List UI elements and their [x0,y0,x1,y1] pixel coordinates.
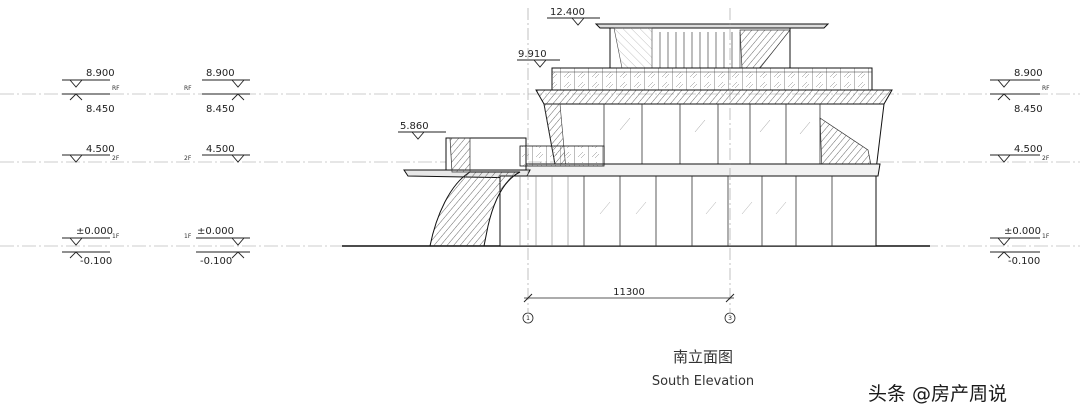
level-text-1f-right: ±0.000 [1004,226,1041,237]
level-text-mid-roof: 5.860 [400,121,429,132]
level-marker-rf-mid [202,79,250,101]
building-elevation [342,23,930,247]
level-text-2f-left: 4.500 [86,144,115,155]
level-marker-rf-right [990,79,1040,101]
watermark-text: 头条 @房产周说 [868,383,1007,405]
level-marker-mid-roof [398,131,446,140]
level-text-rf-lower-mid: 8.450 [206,104,235,115]
level-text-2f-mid: 4.500 [206,144,235,155]
level-marker-rf-left [62,79,110,101]
grid-label-1: 1 [526,315,530,322]
level-marker-roof-deck [517,59,560,68]
level-marker-1f-right [990,237,1040,259]
level-text-rf-upper-right: 8.900 [1014,68,1043,79]
terrace-railing [519,145,605,167]
floor-label-1f-mid: 1F [184,233,192,240]
level-text-1f-mid: ±0.000 [197,226,234,237]
floor-label-2f-left: 2F [112,155,120,162]
level-text-rf-upper-mid: 8.900 [206,68,235,79]
grid-axes: 11300 1 3 [522,8,736,324]
level-text-grade-right: -0.100 [1008,256,1040,267]
roof-slab-band [535,89,893,105]
level-text-grade-mid: -0.100 [200,256,232,267]
roof-canopy [594,23,830,69]
level-marker-2f-mid [202,154,250,163]
level-text-rf-lower-left: 8.450 [86,104,115,115]
level-text-roof-deck: 9.910 [518,49,547,60]
grid-bubble-1 [522,312,534,324]
grid-bubble-3 [724,312,736,324]
curved-wall [429,171,521,247]
level-text-roof-top: 12.400 [550,7,585,18]
building-level-markers: 12.400 9.910 5.860 [398,7,600,140]
roof-railing [551,67,873,91]
floor-label-1f-right: 1F [1042,233,1050,240]
ground-glazing [499,175,877,247]
dimension-text: 11300 [613,287,645,298]
level-markers-left: 8.900 8.450 RF 4.500 2F ±0.000 -0.100 1F [62,68,120,267]
floor-label-1f-left: 1F [112,233,120,240]
level-text-grade-left: -0.100 [80,256,112,267]
level-text-rf-lower-right: 8.450 [1014,104,1043,115]
level-marker-2f-right [990,154,1040,163]
floor-label-rf-mid: RF [184,85,192,92]
level-text-2f-right: 4.500 [1014,144,1043,155]
caption-english: South Elevation [652,374,754,389]
floor-label-rf-right: RF [1042,85,1050,92]
floor-label-2f-mid: 2F [184,155,192,162]
level-markers-right: 8.900 8.450 RF 4.500 2F ±0.000 -0.100 1F [990,68,1050,267]
floor-label-2f-right: 2F [1042,155,1050,162]
level-marker-roof-top [547,17,600,26]
level-markers-mid: RF 8.900 8.450 2F 4.500 1F ±0.000 -0.100 [184,68,250,267]
level-marker-2f-left [62,154,110,163]
level-text-1f-left: ±0.000 [76,226,113,237]
level-marker-1f-left [62,237,110,259]
level-text-rf-upper-left: 8.900 [86,68,115,79]
level-marker-1f-mid [196,237,250,259]
floor-label-rf-left: RF [112,85,120,92]
caption-chinese: 南立面图 [673,348,733,366]
grid-label-3: 3 [728,315,732,322]
